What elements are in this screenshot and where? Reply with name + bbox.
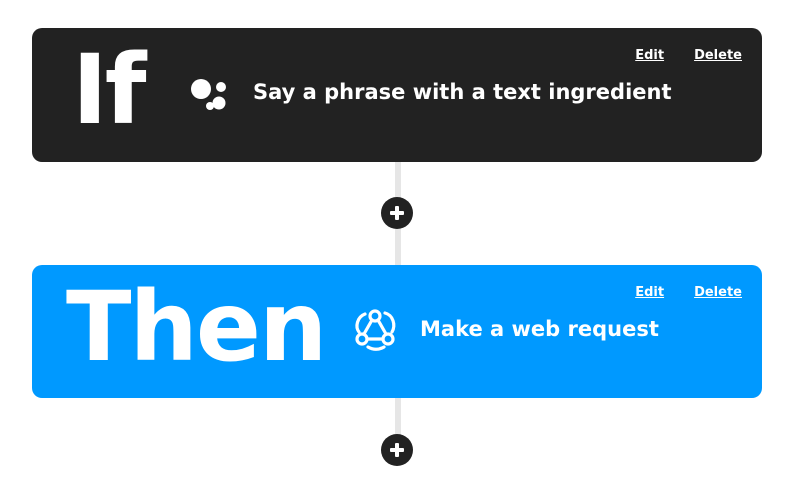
plus-icon [390, 206, 404, 220]
plus-icon [390, 443, 404, 457]
google-assistant-icon [188, 71, 236, 119]
trigger-action-label: Say a phrase with a text ingredient [253, 80, 672, 104]
if-card-links: Edit Delete [635, 48, 742, 63]
then-edit-link[interactable]: Edit [635, 285, 665, 300]
if-trigger-card: If Say a phrase with a text ingredient E… [32, 28, 762, 162]
then-card-links: Edit Delete [635, 285, 742, 300]
add-step-button[interactable] [381, 197, 413, 229]
action-label: Make a web request [420, 317, 659, 341]
then-action-card: Then Make a web request Edit Delete [32, 265, 762, 398]
add-step-button[interactable] [381, 434, 413, 466]
if-keyword: If [72, 34, 147, 146]
if-delete-link[interactable]: Delete [694, 48, 742, 63]
webhook-icon [351, 305, 399, 353]
then-delete-link[interactable]: Delete [694, 285, 742, 300]
connector-line [395, 396, 401, 462]
if-edit-link[interactable]: Edit [635, 48, 665, 63]
then-keyword: Then [66, 271, 327, 383]
